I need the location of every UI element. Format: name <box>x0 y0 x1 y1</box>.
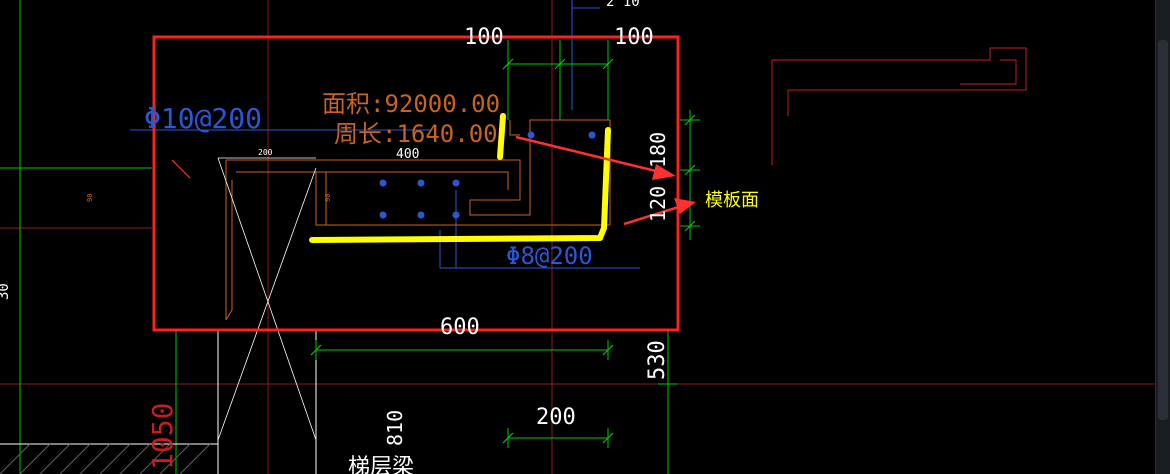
red-dim-ticks <box>171 159 191 179</box>
dim-200-bottom: 200 <box>536 405 576 430</box>
annotation-arrows <box>515 135 696 226</box>
yellow-formwork-marker <box>309 113 611 243</box>
tiny-left-dim: 90 <box>86 194 94 202</box>
dim-top-left-100: 100 <box>464 25 504 50</box>
beam-label: 梯层梁 <box>348 455 414 474</box>
dim-180-vertical: 180 <box>646 132 670 168</box>
detail-polyline <box>771 47 1027 165</box>
formwork-annotation-label: 模板面 <box>705 190 759 211</box>
thin-dims <box>217 157 317 441</box>
rebar-top-label: Φ10@200 <box>144 102 262 135</box>
dim-200-small: 200 <box>258 148 273 157</box>
dim-400: 400 <box>396 147 419 162</box>
dimension-ticks <box>310 58 696 444</box>
scrollbar-thumb[interactable] <box>1158 40 1168 420</box>
highlight-box <box>152 35 680 332</box>
rebar-leader-lines <box>130 0 640 269</box>
dim-1050-vertical: 1050 <box>146 403 179 470</box>
dim-120-vertical: 120 <box>646 186 670 222</box>
tiny-mid-dim: 90 <box>324 194 332 202</box>
drawing-texts: 100 100 2 10 Φ10@200 面积:92000.00 周长:1640… <box>0 0 670 474</box>
rebar-bottom-label: Φ8@200 <box>506 242 593 270</box>
dim-600: 600 <box>440 315 480 340</box>
vertical-scrollbar[interactable] <box>1155 0 1170 474</box>
dim-810-vertical: 810 <box>383 410 407 446</box>
rebar-points <box>379 131 596 219</box>
section-outline <box>225 119 611 321</box>
area-label: 面积:92000.00 <box>322 90 500 118</box>
dim-top-right-100: 100 <box>614 25 654 50</box>
left-edge-dim: 30 <box>0 283 12 300</box>
top-cut-label: 2 10 <box>606 0 640 10</box>
hatch-pattern <box>0 443 211 474</box>
perimeter-label: 周长:1640.00 <box>334 120 498 148</box>
dim-530-vertical: 530 <box>645 340 670 380</box>
